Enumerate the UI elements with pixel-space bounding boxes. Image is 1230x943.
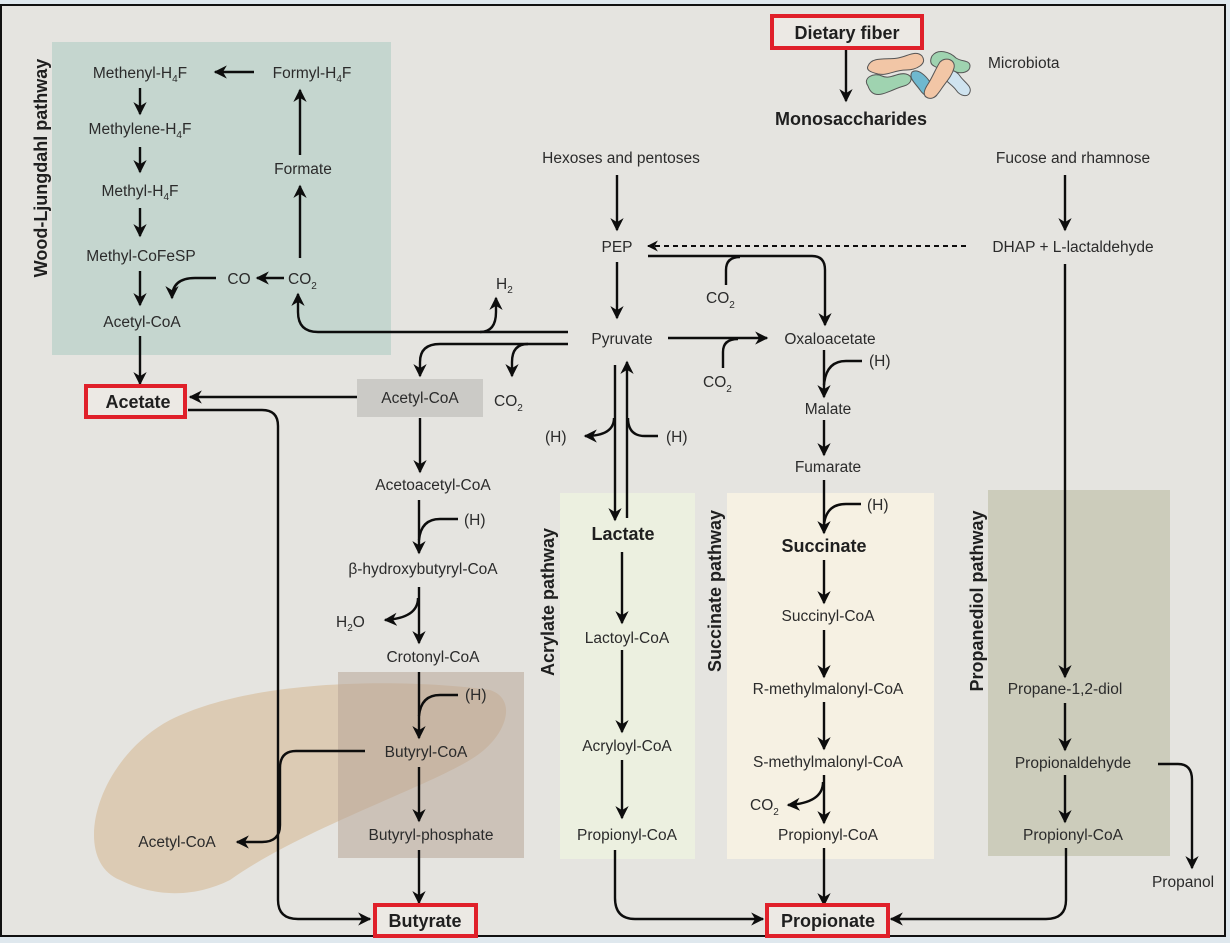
hexoses-label: Hexoses and pentoses [542,150,700,167]
wl-acetyl-coa-label: Acetyl-CoA [103,314,181,331]
lactate-label: Lactate [591,524,654,544]
dietary-fiber-highlight [770,14,924,50]
succinate-propionyl-coa-label: Propionyl-CoA [778,827,879,844]
arrow-h2-release [479,296,503,334]
co2-pep-label: CO2 [706,290,735,311]
monosaccharides-label: Monosaccharides [775,109,927,129]
co-label: CO [227,271,250,288]
propanol-label: Propanol [1152,874,1214,891]
methyl-cofesp-label: Methyl-CoFeSP [86,248,195,265]
butyrate-label: Butyrate [388,911,461,931]
acetate-highlight [84,384,187,419]
wl-co2-label: CO2 [288,271,317,292]
wood-ljungdahl-region [52,42,391,355]
s-methylmalonyl-label: S-methylmalonyl-CoA [753,754,904,771]
acetoacetyl-coa-label: Acetoacetyl-CoA [375,477,491,494]
propionaldehyde-label: Propionaldehyde [1015,755,1131,772]
h-left-label: (H) [545,429,567,446]
co2-acetylcoa-label: CO2 [494,393,523,414]
arrow-propionaldehyde-to-propanol [1158,762,1199,870]
co2-join-pyruvate [721,337,739,368]
h-join-malate [822,359,862,386]
arrow-co2-release-pyruvate [505,342,529,378]
butyrate-kinase-region [338,672,524,858]
arrow-h2o-release [383,597,420,626]
hydroxybutyryl-coa-label: β-hydroxybutyryl-CoA [348,561,498,578]
acryloyl-coa-label: Acryloyl-CoA [582,738,672,755]
h2o-label: H2O [336,614,365,634]
acrylate-region [560,493,695,859]
methyl-h4f-label: Methyl-H4F [101,183,178,203]
butyryl-phosphate-label: Butyryl-phosphate [369,827,494,844]
h-malate-label: (H) [869,353,891,370]
arrow-acetate-to-butyrate [188,408,372,926]
arrow-pyruvate-to-co2 [291,292,568,334]
h2-label: H2 [496,276,513,296]
arrow-pyruvate-to-acetylcoa [413,342,568,378]
succinyl-coa-label: Succinyl-CoA [781,608,875,625]
acetyl-coa-label: Acetyl-CoA [381,390,459,407]
butyrate-highlight [373,903,478,938]
arrow-pep-to-oxaloacetate [648,254,832,327]
succinate-title: Succinate pathway [705,510,725,672]
r-methylmalonyl-label: R-methylmalonyl-CoA [753,681,904,698]
wood-ljungdahl-title: Wood-Ljungdahl pathway [31,59,51,278]
malate-label: Malate [805,401,852,418]
lactoyl-coa-label: Lactoyl-CoA [585,630,670,647]
pep-label: PEP [601,239,632,256]
propanediol-region [988,490,1170,856]
co2-pyruvate-label: CO2 [703,374,732,395]
crotonyl-coa-label: Crotonyl-CoA [386,649,480,666]
co2-join-pep [724,255,741,285]
acrylate-title: Acrylate pathway [538,528,558,676]
dhap-label: DHAP + L-lactaldehyde [992,239,1153,256]
propanediol-title: Propanediol pathway [967,510,987,691]
acetate-label: Acetate [105,392,170,412]
propanediol-label: Propane-1,2-diol [1008,681,1123,698]
h-release-left [583,417,616,443]
arrow-propanediol-to-propionate [889,848,1068,926]
formyl-h4f-label: Formyl-H4F [273,65,352,85]
methenyl-h4f-label: Methenyl-H4F [93,65,187,85]
h-hydroxybutyryl-label: (H) [464,512,486,529]
propanediol-propionyl-coa-label: Propionyl-CoA [1023,827,1124,844]
succinate-label: Succinate [781,536,866,556]
methylene-h4f-label: Methylene-H4F [89,121,192,141]
arrow-co2-release [786,781,825,811]
butyryl-coa-label: Butyryl-CoA [385,744,468,761]
h-butyryl-label: (H) [465,687,487,704]
oxaloacetate-label: Oxaloacetate [784,331,875,348]
h-join-butyryl [417,693,458,717]
acetyl-coa-out-label: Acetyl-CoA [138,834,216,851]
h-join-succinate [822,502,861,526]
h-succinate-label: (H) [867,497,889,514]
arrow-acrylate-to-propionate [613,850,765,926]
propionate-highlight [765,903,890,938]
succinate-co2-label: CO2 [750,797,779,818]
acrylate-propionyl-coa-label: Propionyl-CoA [577,827,678,844]
fumarate-label: Fumarate [795,459,861,476]
microbiota-label: Microbiota [988,55,1060,72]
dietary-fiber-label: Dietary fiber [794,23,899,43]
pyruvate-label: Pyruvate [591,331,652,348]
fucose-label: Fucose and rhamnose [996,150,1150,167]
h-join-hydroxybutyryl [417,517,458,541]
h-join-right [626,417,658,438]
acetyl-coa-highlight [357,379,483,417]
arrow-butyrylcoa-to-acetylcoa [235,749,365,849]
propionate-label: Propionate [781,911,875,931]
arrow-co-to-acetylcoa [165,276,216,300]
formate-label: Formate [274,161,332,178]
microbiota-icon [866,51,971,99]
h-right-label: (H) [666,429,688,446]
